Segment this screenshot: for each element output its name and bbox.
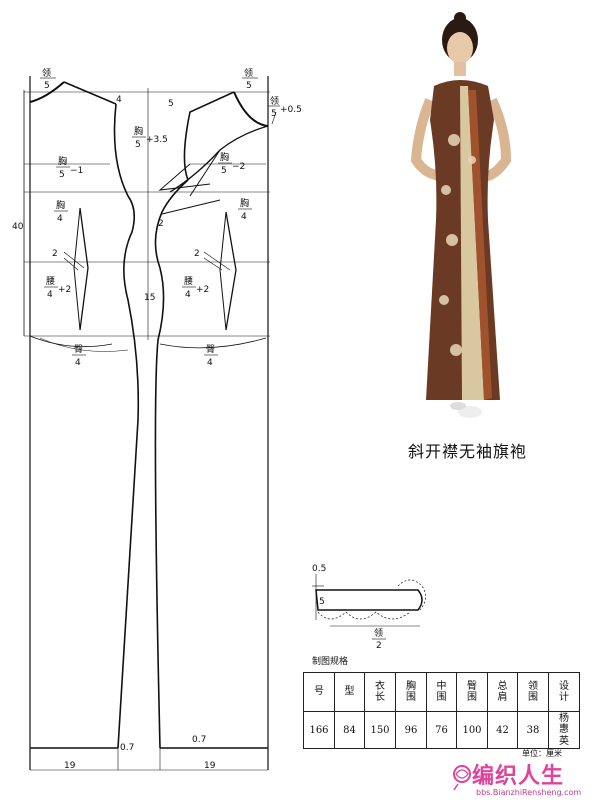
hip-right-denominator: 4 xyxy=(207,358,213,368)
neck-left-label: 领 xyxy=(42,67,51,79)
spec-caption: 制图规格 xyxy=(312,657,349,667)
plus-2-right: +2 xyxy=(196,285,209,295)
hip-left-denominator: 4 xyxy=(75,358,81,368)
waist-left-label: 腰 xyxy=(46,276,55,287)
spec-header-cell: 衣长 xyxy=(364,672,396,712)
neck-side-label: 领 xyxy=(270,95,279,107)
spec-value-cell: 76 xyxy=(426,711,457,749)
spec-header-cell: 总肩 xyxy=(487,672,518,712)
bust-right-denominator: 4 xyxy=(241,212,247,222)
neck-left-denominator: 5 xyxy=(44,81,50,91)
plus-half-label: +0.5 xyxy=(280,105,302,115)
spec-value-cell: 150 xyxy=(364,711,396,749)
logo-text: 编织人生 xyxy=(472,764,565,789)
bust-left-label: 胸 xyxy=(56,199,65,211)
neck-right-label: 领 xyxy=(244,67,253,79)
minus-2-label: −2 xyxy=(232,162,245,172)
chest-right-label: 胸 xyxy=(220,151,229,163)
hip-left-label: 臀 xyxy=(74,344,83,355)
hem-left-width: 19 xyxy=(64,761,76,771)
hip-right-label: 臀 xyxy=(206,344,215,355)
spec-header-cell: 领围 xyxy=(517,672,549,712)
spec-table: 号 型 衣长 胸围 中围 臀围 总肩 领围 设计 166 84 150 96 7… xyxy=(303,672,580,749)
waist-right-label: 腰 xyxy=(184,276,193,287)
two-label: 2 xyxy=(158,219,164,229)
spec-header-cell: 胸围 xyxy=(395,672,427,712)
chest-left-label: 胸 xyxy=(58,155,67,167)
garment-title: 斜开襟无袖旗袍 xyxy=(408,442,528,461)
spec-value-cell: 杨惠英 xyxy=(548,711,580,749)
five-label: 5 xyxy=(168,99,174,109)
four-label: 4 xyxy=(116,95,122,105)
spec-header-row: 号 型 衣长 胸围 中围 臀围 总肩 领围 设计 xyxy=(303,672,580,712)
neck-side-denominator: 5 xyxy=(271,109,277,119)
yarn-icon xyxy=(453,765,471,791)
hem-left-offset: 0.7 xyxy=(120,743,134,753)
spec-value-cell: 38 xyxy=(517,711,549,749)
spec-header-cell: 号 xyxy=(303,672,335,712)
spec-header-cell: 臀围 xyxy=(456,672,488,712)
plus-2-left: +2 xyxy=(58,285,71,295)
plus-35-label: +3.5 xyxy=(146,135,168,145)
chest-top-label: 胸 xyxy=(134,125,143,137)
bust-right-label: 胸 xyxy=(240,197,249,209)
spec-value-cell: 100 xyxy=(456,711,488,749)
bust-left-denominator: 4 xyxy=(57,214,63,224)
minus-1-label: −1 xyxy=(70,166,83,176)
spec-header-cell: 中围 xyxy=(426,672,457,712)
collar-side-label: 5 xyxy=(319,597,325,607)
spec-header-cell: 型 xyxy=(334,672,365,712)
spec-value-cell: 84 xyxy=(334,711,365,749)
collar-top-label: 0.5 xyxy=(312,564,326,574)
fifteen-label: 15 xyxy=(144,293,155,303)
neck-right-denominator: 5 xyxy=(246,81,252,91)
spec-value-cell: 96 xyxy=(395,711,427,749)
forty-label: 40 xyxy=(12,222,24,232)
spec-value-row: 166 84 150 96 76 100 42 38 杨惠英 xyxy=(303,711,580,749)
hem-right-width: 19 xyxy=(204,761,216,771)
dart-two-left: 2 xyxy=(52,249,58,259)
dart-two-right: 2 xyxy=(194,249,200,259)
unit-label: 单位：厘米 xyxy=(522,749,562,758)
waist-right-denominator: 4 xyxy=(185,290,191,300)
chest-top-denominator: 5 xyxy=(135,140,141,150)
spec-header-cell: 设计 xyxy=(548,672,580,712)
logo-url[interactable]: bbs.BianzhiRensheng.com xyxy=(476,788,582,797)
collar-bottom-denominator: 2 xyxy=(376,641,382,651)
hem-right-offset: 0.7 xyxy=(192,735,206,745)
site-logo[interactable]: 编织人生 bbs.BianzhiRensheng.com xyxy=(452,760,592,802)
spec-value-cell: 42 xyxy=(487,711,518,749)
collar-bottom-label: 领 xyxy=(374,627,383,639)
chest-right-denominator: 5 xyxy=(221,166,227,176)
model-photo xyxy=(410,12,512,418)
waist-left-denominator: 4 xyxy=(47,290,53,300)
spec-value-cell: 166 xyxy=(303,711,335,749)
chest-left-denominator: 5 xyxy=(59,170,65,180)
